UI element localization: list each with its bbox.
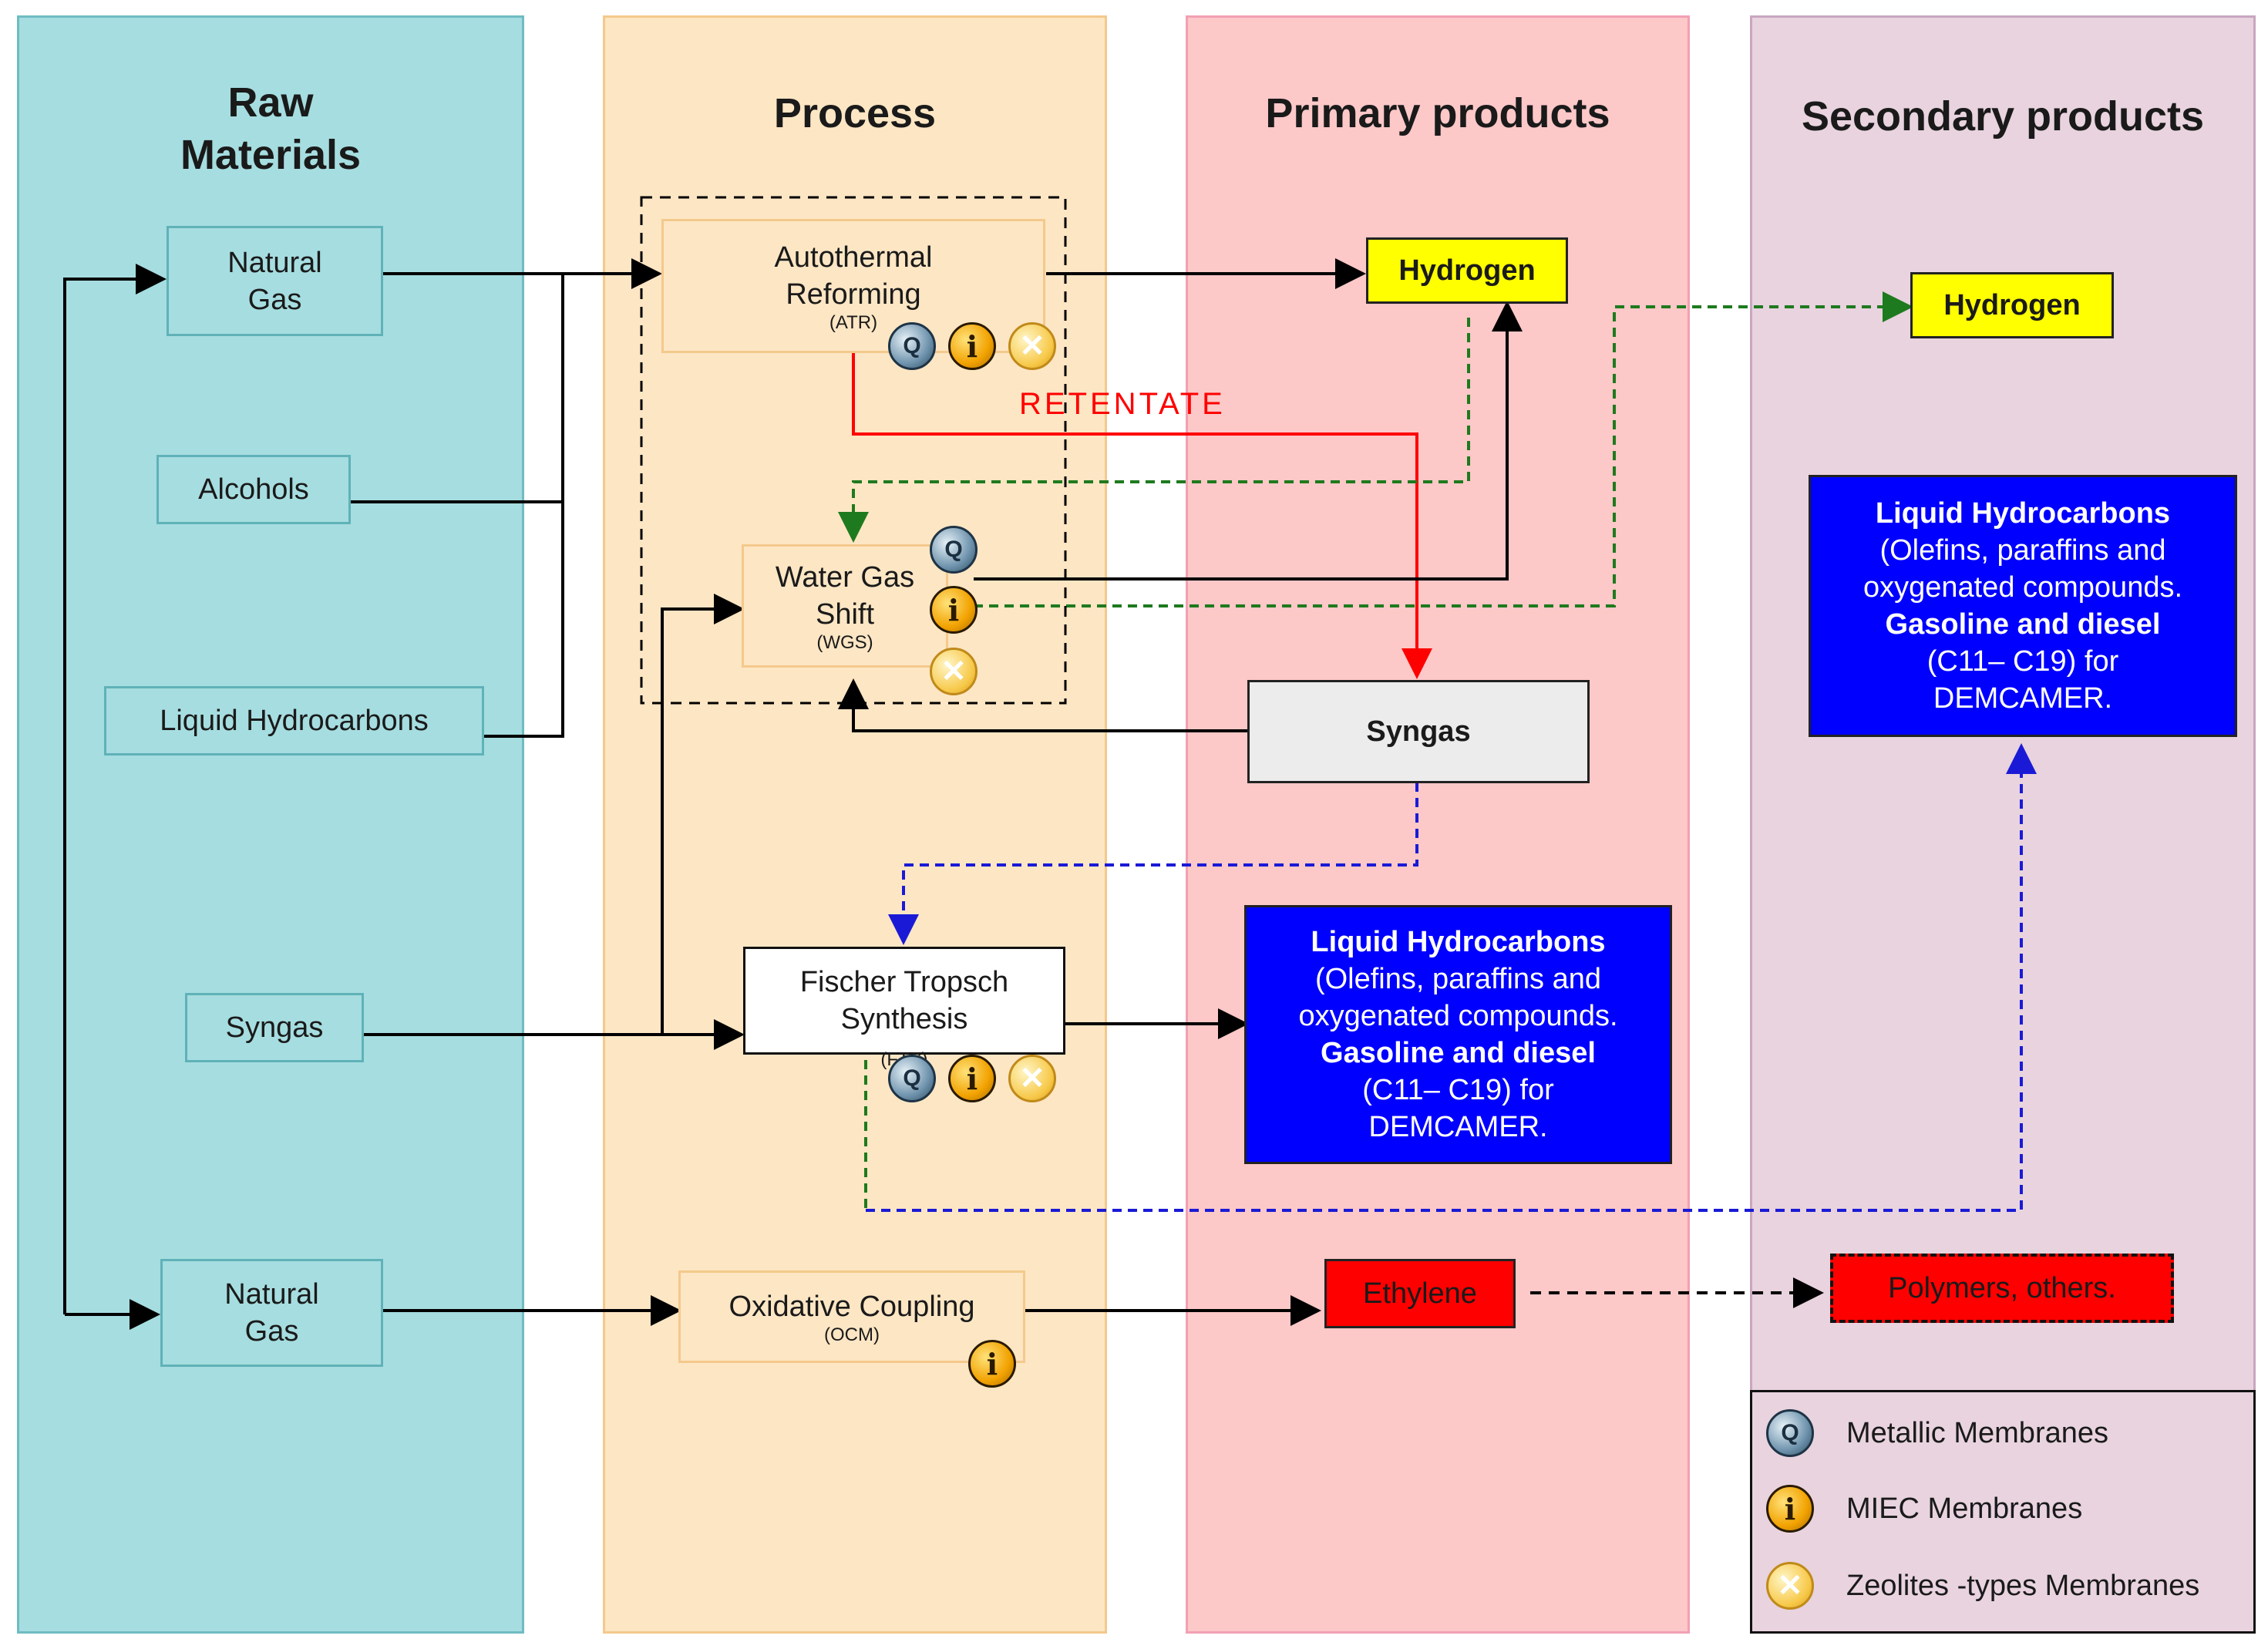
process-atr[interactable]: Autothermal Reforming (ATR): [661, 219, 1045, 353]
primary-products-title: Primary products: [1265, 90, 1610, 136]
raw-natural-gas-1[interactable]: Natural Gas: [167, 226, 383, 336]
secondary-hydrogen[interactable]: Hydrogen: [1910, 272, 2114, 338]
primary-lh-range: (C11– C19) for DEMCAMER.: [1362, 1074, 1554, 1143]
process-fts[interactable]: Fischer Tropsch Synthesis (FTS): [743, 947, 1065, 1070]
primary-hydrogen[interactable]: Hydrogen: [1366, 237, 1568, 304]
zeolite-membrane-icon: ✕: [1766, 1562, 1814, 1610]
fts-title: Fischer Tropsch Synthesis: [799, 966, 1009, 1035]
legend-row-metallic: Q Metallic Membranes: [1766, 1409, 2108, 1457]
secondary-lh-body: (Olefins, paraffins and oxygenated compo…: [1863, 534, 2183, 604]
metallic-membrane-icon: Q: [1766, 1409, 1814, 1457]
primary-lh-title: Liquid Hydrocarbons: [1311, 926, 1606, 958]
legend-miec-label: MIEC Membranes: [1846, 1492, 2083, 1525]
primary-syngas[interactable]: Syngas: [1247, 680, 1590, 783]
raw-materials-title: Raw Materials: [180, 79, 362, 178]
legend-zeolites-label: Zeolites -types Membranes: [1846, 1569, 2200, 1602]
atr-abbr: (ATR): [829, 312, 878, 333]
zeolite-membrane-icon: ✕: [1008, 322, 1056, 370]
process-ocm[interactable]: Oxidative Coupling (OCM): [678, 1270, 1025, 1363]
syngas-raw-to-wgs: [661, 594, 745, 1035]
feed-line-left: [63, 264, 167, 1314]
lh-to-atr: [483, 502, 564, 738]
primary-lh-gas: Gasoline and diesel: [1321, 1037, 1596, 1069]
ocm-abbr: (OCM): [824, 1324, 880, 1345]
legend: Q Metallic Membranes i MIEC Membranes ✕ …: [1750, 1390, 2256, 1634]
raw-natural-gas-2[interactable]: Natural Gas: [160, 1259, 383, 1367]
ocm-title: Oxidative Coupling: [729, 1291, 975, 1323]
secondary-lh-range: (C11– C19) for DEMCAMER.: [1926, 645, 2119, 715]
retentate-label: RETENTATE: [1019, 387, 1226, 421]
atr-title: Autothermal Reforming: [774, 241, 933, 311]
membrane-group-box: [640, 196, 1067, 705]
zeolite-membrane-icon: ✕: [930, 648, 978, 695]
legend-row-miec: i MIEC Membranes: [1766, 1485, 2082, 1533]
process-title: Process: [773, 90, 937, 136]
secondary-products-title: Secondary products: [1801, 93, 2205, 140]
secondary-lh-title: Liquid Hydrocarbons: [1875, 497, 2171, 530]
primary-lh-body: (Olefins, paraffins and oxygenated compo…: [1298, 963, 1618, 1032]
legend-metallic-label: Metallic Membranes: [1846, 1416, 2108, 1449]
secondary-liquid-hydrocarbons[interactable]: Liquid Hydrocarbons (Olefins, paraffins …: [1809, 475, 2237, 737]
wgs-title: Water Gas Shift: [775, 561, 915, 631]
miec-membrane-icon: i: [968, 1340, 1016, 1388]
wgs-to-hydrogen: [974, 301, 1523, 581]
process-wgs[interactable]: Water Gas Shift (WGS): [742, 544, 948, 668]
wgs-to-secondary-hydrogen-green: [974, 291, 1913, 607]
retentate-line: [852, 353, 1432, 679]
hydrogen-to-wgs-green: [838, 318, 1470, 543]
secondary-polymers[interactable]: Polymers, others.: [1830, 1254, 2174, 1323]
fts-to-secondary-lh-blue: [866, 743, 2037, 1212]
miec-membrane-icon: i: [1766, 1485, 1814, 1533]
syngas-to-fts-blue: [888, 782, 1418, 945]
miec-membrane-icon: i: [948, 1055, 996, 1102]
raw-alcohols[interactable]: Alcohols: [156, 455, 351, 524]
raw-liquid-hydrocarbons[interactable]: Liquid Hydrocarbons: [104, 686, 484, 756]
metallic-membrane-icon: Q: [888, 322, 936, 370]
secondary-lh-gas: Gasoline and diesel: [1885, 608, 2161, 641]
legend-row-zeolites: ✕ Zeolites -types Membranes: [1766, 1562, 2199, 1610]
miec-membrane-icon: i: [930, 586, 978, 634]
raw-syngas[interactable]: Syngas: [185, 993, 364, 1062]
fts-title-line: Fischer Tropsch Synthesis (FTS): [800, 927, 1008, 1075]
miec-membrane-icon: i: [948, 322, 996, 370]
metallic-membrane-icon: Q: [888, 1055, 936, 1102]
wgs-abbr: (WGS): [816, 632, 873, 653]
syngas-primary-to-wgs: [838, 678, 1247, 732]
primary-liquid-hydrocarbons[interactable]: Liquid Hydrocarbons (Olefins, paraffins …: [1244, 905, 1672, 1164]
primary-ethylene[interactable]: Ethylene: [1324, 1259, 1516, 1328]
metallic-membrane-icon: Q: [930, 526, 978, 574]
zeolite-membrane-icon: ✕: [1008, 1055, 1056, 1102]
